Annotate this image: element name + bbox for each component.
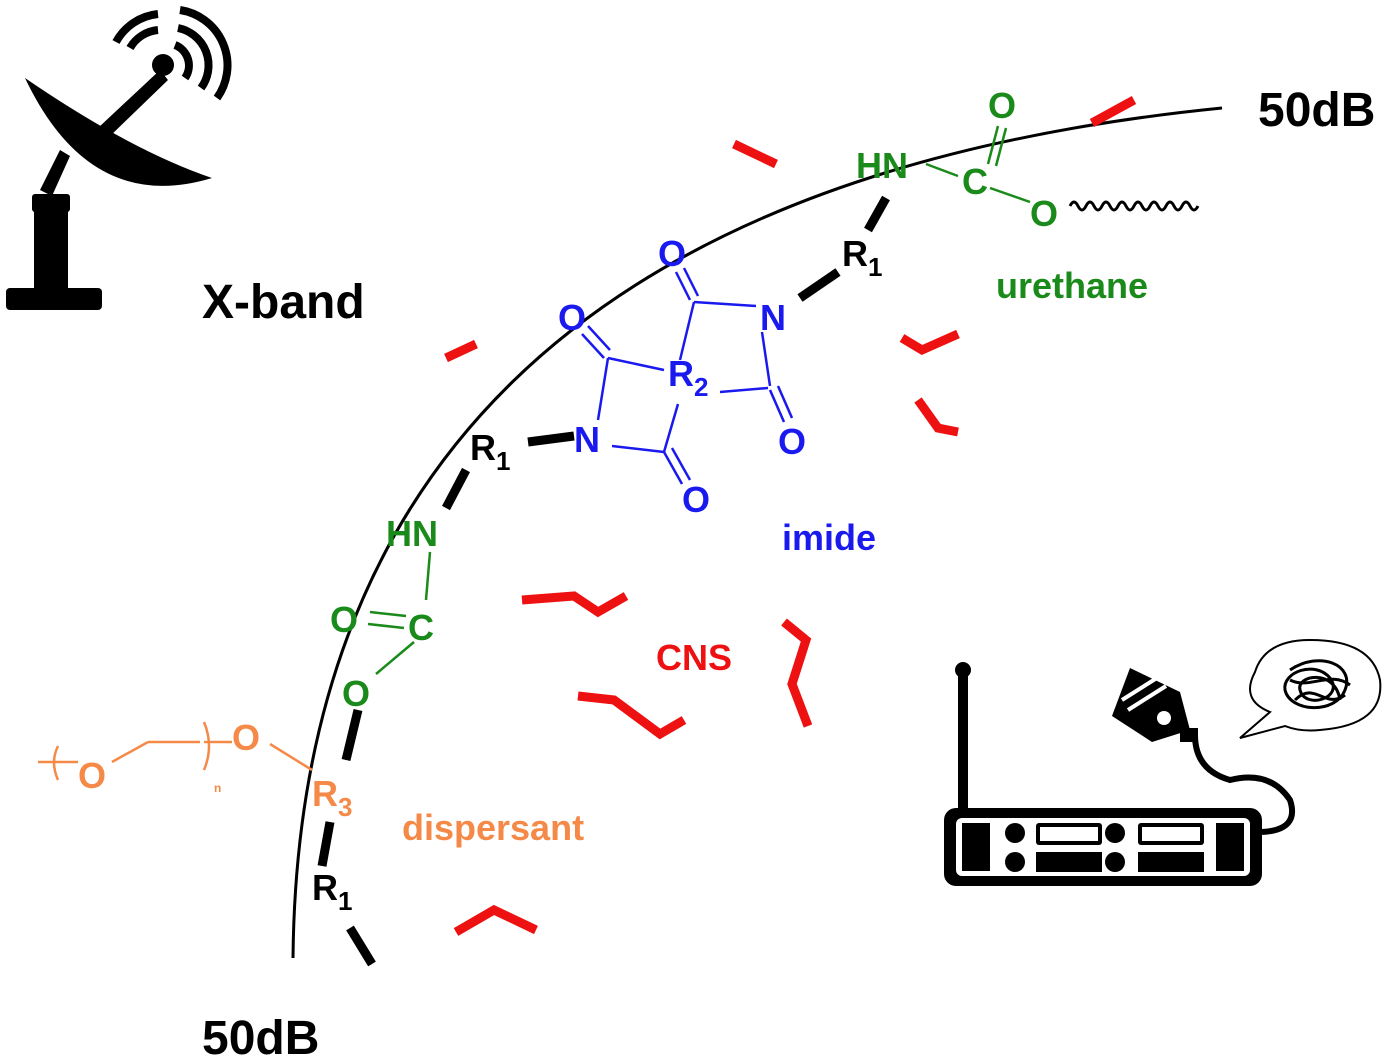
atom-o-carbonyl-mid: O	[330, 599, 358, 640]
atom-hn-mid: HN	[386, 513, 438, 554]
cns-fragment	[732, 139, 778, 169]
imide-bonds	[581, 267, 794, 485]
shield-arc	[291, 106, 1223, 959]
cns-fragment	[453, 904, 538, 936]
cns-fragment	[1089, 96, 1137, 127]
black-bonds	[317, 195, 890, 967]
cns-fragment	[521, 591, 629, 618]
radio-transceiver-icon	[944, 662, 1295, 886]
atom-r3: R3	[312, 773, 352, 822]
satellite-dish-icon	[6, 6, 232, 310]
label-50db-bottom: 50dB	[202, 1012, 319, 1063]
atom-r1-bottom: R1	[312, 867, 352, 916]
label-50db-top: 50dB	[1258, 84, 1375, 137]
cns-fragment	[781, 618, 813, 728]
atom-o-carbonyl-top: O	[988, 85, 1016, 126]
peg-repeat-n: n	[214, 781, 221, 795]
cns-fragments	[444, 96, 1137, 936]
atom-o-imide-1: O	[658, 233, 686, 274]
atom-o-peg-2: O	[232, 717, 260, 758]
label-urethane: urethane	[996, 265, 1148, 306]
cns-fragment	[577, 691, 687, 740]
atom-o-imide-3: O	[778, 421, 806, 462]
cns-fragment	[899, 329, 960, 356]
speech-bubble-noise-icon	[1239, 638, 1382, 739]
atom-r2: R2	[668, 353, 708, 402]
atom-n-left: N	[574, 419, 600, 460]
atom-o-ester-top: O	[1030, 193, 1058, 234]
atom-r1-top: R1	[842, 233, 882, 282]
label-x-band: X-band	[202, 276, 365, 329]
atom-hn-top: HN	[856, 145, 908, 186]
cns-fragment	[444, 339, 478, 363]
label-imide: imide	[782, 517, 876, 558]
atom-o-imide-2: O	[558, 297, 586, 338]
atom-o-imide-4: O	[682, 479, 710, 520]
label-cns: CNS	[656, 637, 732, 678]
atom-o-ester-mid: O	[342, 673, 370, 714]
atom-r1-mid: R1	[470, 427, 510, 476]
label-dispersant: dispersant	[402, 807, 584, 848]
polymer-chain-wave	[1068, 200, 1200, 212]
atom-c-mid: C	[408, 607, 434, 648]
atom-c-top: C	[962, 161, 988, 202]
atom-n-right: N	[760, 297, 786, 338]
urethane-bonds	[367, 125, 1031, 675]
dispersant-bonds	[38, 721, 313, 781]
atom-o-peg-1: O	[78, 755, 106, 796]
cns-fragment	[914, 397, 959, 437]
